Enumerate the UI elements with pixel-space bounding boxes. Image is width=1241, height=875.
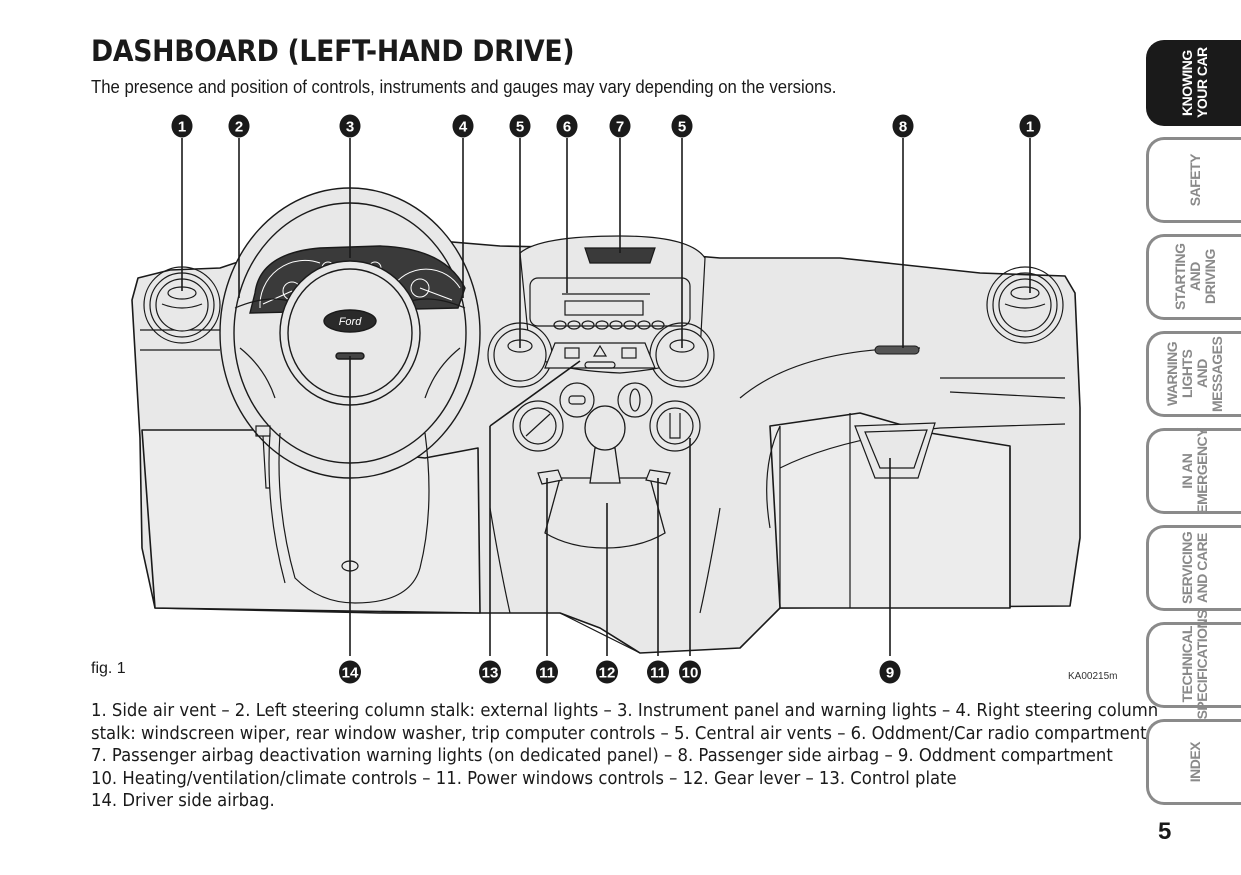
callout-number: 4 — [459, 119, 468, 136]
callout-number: 11 — [650, 665, 666, 682]
tab-safety[interactable]: SAFETY — [1146, 137, 1241, 223]
caption-line: stalk: windscreen wiper, rear window was… — [91, 723, 1147, 744]
ford-logo-text: Ford — [339, 316, 363, 328]
callout-2: 2 — [228, 114, 250, 138]
callout-marker — [228, 114, 250, 138]
callout-number: 14 — [342, 665, 359, 682]
caption-line: 10. Heating/ventilation/climate controls… — [91, 768, 957, 789]
radio-display — [564, 300, 644, 316]
tab-warning-lights-and-messages[interactable]: WARNING LIGHTS AND MESSAGES — [1146, 331, 1241, 417]
page-subtitle: The presence and position of controls, i… — [91, 77, 837, 97]
caption-line: 7. Passenger airbag deactivation warning… — [91, 746, 1113, 766]
tab-knowing-your-car[interactable]: KNOWING YOUR CAR — [1146, 40, 1241, 126]
callout-number: 5 — [516, 119, 524, 136]
ford-logo — [323, 309, 377, 333]
callout-1: 1 — [1019, 114, 1041, 138]
tab-label: IN AN EMERGENCY — [1179, 428, 1210, 514]
callout-number: 12 — [599, 665, 616, 682]
caption-line: 14. Driver side airbag. — [91, 791, 275, 811]
callout-10: 10 — [679, 660, 701, 684]
callout-marker — [1019, 114, 1041, 138]
radio-unit — [529, 277, 691, 327]
page-title: DASHBOARD (LEFT-HAND DRIVE) — [91, 34, 575, 68]
callout-11: 11 — [536, 660, 558, 684]
figure-caption: 1. Side air vent – 2. Left steering colu… — [91, 700, 1159, 813]
callout-11: 11 — [647, 660, 669, 684]
glovebox-handle — [854, 422, 936, 479]
callout-4: 4 — [452, 114, 474, 138]
gear-lever — [544, 405, 666, 549]
callout-marker — [892, 114, 914, 138]
tab-label: SAFETY — [1186, 153, 1203, 207]
figure-code: KA00215m — [1068, 671, 1118, 682]
callout-number: 13 — [482, 665, 499, 682]
callout-marker — [879, 660, 901, 684]
callout-6: 6 — [556, 114, 578, 138]
callout-14: 14 — [339, 660, 361, 684]
dashboard-illustration: Ford — [131, 114, 1081, 684]
callout-marker — [556, 114, 578, 138]
tab-index[interactable]: INDEX — [1146, 719, 1241, 805]
callout-marker — [339, 114, 361, 138]
callout-number: 8 — [899, 119, 907, 136]
tab-servicing-and-care[interactable]: SERVICING AND CARE — [1146, 525, 1241, 611]
callout-7: 7 — [609, 114, 631, 138]
callout-marker — [339, 660, 361, 684]
side-air-vent-right — [986, 266, 1064, 344]
radio-preset-buttons — [553, 320, 665, 330]
tab-label: STARTING AND DRIVING — [1171, 243, 1218, 311]
callout-marker — [671, 114, 693, 138]
callout-number: 10 — [682, 665, 699, 682]
control-plate — [544, 342, 656, 369]
leader-lines — [181, 138, 1031, 656]
callout-marker — [609, 114, 631, 138]
tab-technical-specifications[interactable]: TECHNICAL SPECIFICATIONS — [1146, 610, 1241, 720]
climate-controls — [512, 382, 701, 452]
callout-5: 5 — [671, 114, 693, 138]
callout-marker — [596, 660, 618, 684]
callout-marker — [647, 660, 669, 684]
tab-label: TECHNICAL SPECIFICATIONS — [1179, 610, 1210, 720]
central-air-vent-left — [487, 322, 553, 388]
callout-8: 8 — [892, 114, 914, 138]
callout-marker — [479, 660, 501, 684]
passenger-airbag-warning-panel — [584, 247, 656, 264]
tab-label: INDEX — [1186, 741, 1203, 783]
callout-1: 1 — [171, 114, 193, 138]
callout-marker — [171, 114, 193, 138]
callout-number: 11 — [539, 665, 555, 682]
callout-5: 5 — [509, 114, 531, 138]
tab-label: WARNING LIGHTS AND MESSAGES — [1164, 336, 1225, 412]
callouts-top: 1 2 3 4 5 6 7 5 8 1 — [171, 114, 1041, 138]
callout-number: 3 — [346, 119, 354, 136]
page-number: 5 — [1158, 818, 1172, 845]
callout-number: 2 — [235, 119, 243, 136]
callout-9: 9 — [879, 660, 901, 684]
tab-in-an-emergency[interactable]: IN AN EMERGENCY — [1146, 428, 1241, 514]
callout-number: 1 — [1026, 119, 1034, 136]
callout-marker — [509, 114, 531, 138]
callout-3: 3 — [339, 114, 361, 138]
callouts-bottom: 14 13 11 12 11 10 9 — [339, 660, 901, 684]
callout-marker — [452, 114, 474, 138]
callout-marker — [536, 660, 558, 684]
tab-starting-and-driving[interactable]: STARTING AND DRIVING — [1146, 234, 1241, 320]
figure-label: fig. 1 — [91, 660, 126, 677]
driver-airbag — [279, 260, 421, 406]
tab-label: KNOWING YOUR CAR — [1179, 47, 1210, 119]
callout-13: 13 — [479, 660, 501, 684]
callout-number: 5 — [678, 119, 686, 136]
callout-12: 12 — [596, 660, 618, 684]
tab-label: SERVICING AND CARE — [1179, 531, 1210, 605]
callout-number: 7 — [616, 119, 624, 136]
callout-number: 1 — [178, 119, 186, 136]
airbag-badge-passenger — [874, 345, 920, 355]
callout-number: 6 — [563, 119, 571, 136]
caption-line: 1. Side air vent – 2. Left steering colu… — [91, 701, 1159, 721]
callout-number: 9 — [886, 665, 894, 682]
power-window-switches — [537, 469, 671, 485]
callout-marker — [679, 660, 701, 684]
